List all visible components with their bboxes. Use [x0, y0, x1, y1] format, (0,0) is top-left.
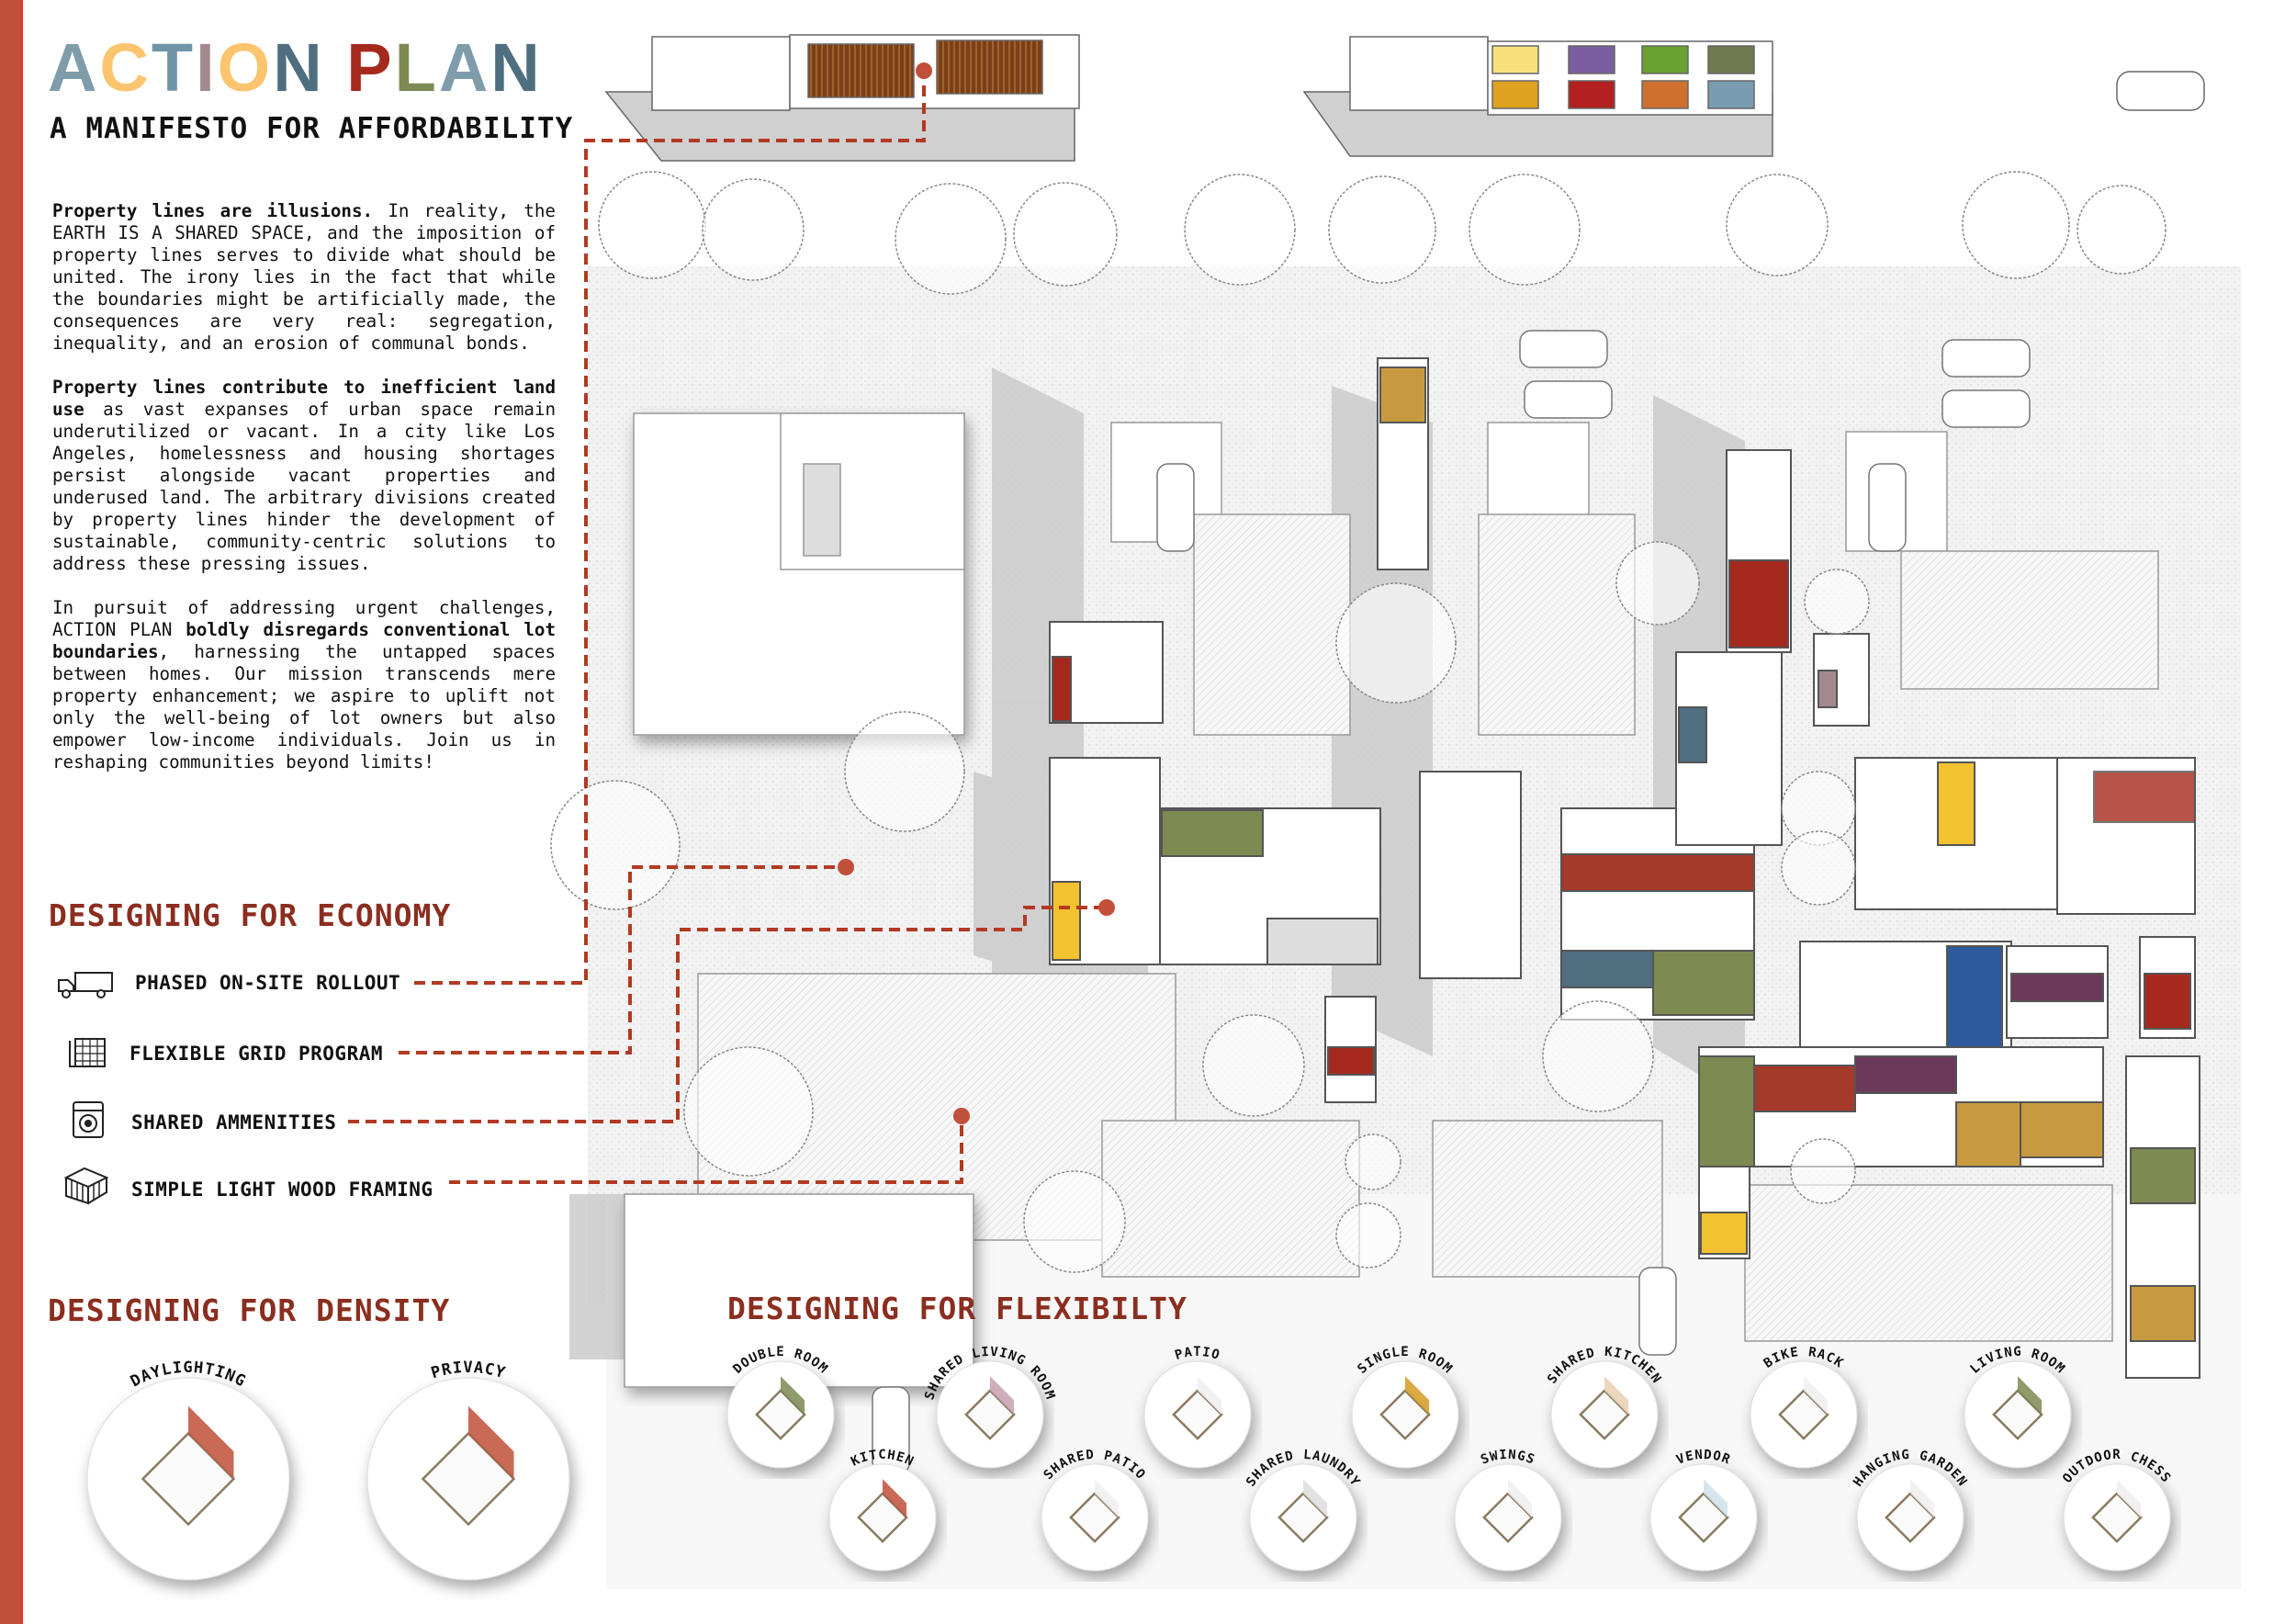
room-wall [2018, 1376, 2043, 1415]
leader-dots [838, 62, 1115, 1124]
title-letter: P [346, 29, 395, 106]
density-vignette: PRIVACY [366, 1359, 570, 1581]
manifesto-paragraph: In pursuit of addressing urgent challeng… [52, 597, 556, 773]
flex-vignette: BIKE RACK [1750, 1345, 1858, 1469]
svg-text:VENDOR: VENDOR [1674, 1448, 1733, 1468]
parked-cars [872, 330, 2031, 1475]
room-axonometric [857, 1492, 908, 1543]
room-wall [1405, 1376, 1430, 1415]
title-letter: C [99, 29, 152, 106]
room-wall [1604, 1376, 1629, 1415]
paragraph-segment: Property lines contribute to inefficient… [52, 377, 556, 420]
room-wall [990, 1376, 1015, 1415]
room-axonometric [755, 1389, 806, 1440]
room-wall [781, 1376, 805, 1415]
svg-text:SWINGS: SWINGS [1479, 1448, 1537, 1468]
flex-vignette: SWINGS [1454, 1448, 1562, 1572]
leader-lines [348, 71, 1107, 1184]
leader-wood-framing [449, 1116, 963, 1184]
vignette-label: PATIO [1173, 1345, 1221, 1363]
room-wall [1508, 1479, 1533, 1517]
svg-text:PATIO: PATIO [1173, 1345, 1221, 1363]
manifesto-paragraph: Property lines contribute to inefficient… [52, 377, 556, 575]
poster-title: ACTION PLAN [48, 33, 543, 103]
room-wall [1095, 1479, 1120, 1517]
heading-density: DESIGNING FOR DENSITY [48, 1292, 451, 1328]
leader-flexible-grid [399, 865, 846, 1054]
housing-modules [1049, 357, 2200, 1379]
existing-buildings [624, 412, 2159, 1388]
room-wall [1910, 1479, 1935, 1517]
room-wall [883, 1479, 907, 1517]
heading-economy: DESIGNING FOR ECONOMY [49, 897, 452, 933]
room-wall [1198, 1376, 1222, 1415]
title-letter: N [490, 29, 543, 106]
delivery-trucks [604, 34, 2205, 162]
title-letter: T [151, 29, 197, 106]
paragraph-segment: Property lines are illusions. [52, 200, 374, 221]
density-vignette: DAYLIGHTING [86, 1359, 290, 1581]
manifesto-text: Property lines are illusions. In reality… [52, 200, 556, 795]
title-letter: I [196, 29, 218, 106]
paragraph-segment: boldly disregards conventional lot bound… [52, 619, 557, 662]
washing-machine-icon [73, 1101, 104, 1138]
dot-grid [838, 859, 854, 875]
leader-phased-rollout [414, 71, 926, 985]
room-wall [188, 1405, 234, 1479]
room-wall [2117, 1479, 2142, 1517]
heading-flexibility: DESIGNING FOR FLEXIBILTY [727, 1291, 1187, 1326]
vignette-label: KITCHEN [849, 1448, 916, 1470]
title-letter: A [438, 29, 491, 106]
vignette-label: VENDOR [1674, 1448, 1732, 1468]
room-wall [1804, 1376, 1829, 1415]
economy-item-grid: FLEXIBLE GRID PROGRAM [129, 1043, 384, 1065]
svg-text:KITCHEN: KITCHEN [849, 1448, 917, 1470]
poster-subtitle: A MANIFESTO FOR AFFORDABILITY [50, 112, 574, 145]
paragraph-segment: as vast expanses of urban space remain u… [52, 399, 556, 574]
trees [550, 171, 2167, 1273]
title-letter: O [217, 29, 274, 106]
dot-framing [953, 1108, 970, 1124]
density-vignettes: DAYLIGHTING PRIVACY [86, 1359, 570, 1581]
room-wall [468, 1405, 514, 1479]
vignette-label: SWINGS [1479, 1448, 1536, 1468]
room-wall [1303, 1479, 1328, 1517]
flex-vignette: PATIO [1143, 1345, 1252, 1469]
title-letter [325, 33, 347, 103]
dot-amenities [1098, 899, 1115, 916]
paragraph-segment: In reality, the EARTH IS A SHARED SPACE,… [52, 200, 556, 354]
grid-plan-icon [69, 1038, 106, 1067]
title-letter: A [48, 29, 100, 106]
manifesto-paragraph: Property lines are illusions. In reality… [52, 200, 556, 355]
paragraph-segment: , harnessing the untapped spaces between… [52, 641, 556, 773]
flex-vignette: KITCHEN [828, 1448, 937, 1572]
wood-frame-icon [63, 1167, 109, 1205]
title-letter: N [273, 29, 325, 106]
room-wall [1704, 1479, 1728, 1517]
left-accent-bar [0, 0, 23, 1624]
economy-item-amenities: SHARED AMMENITIES [131, 1111, 337, 1133]
flex-vignette: VENDOR [1649, 1448, 1758, 1572]
flex-vignette: HANGING GARDEN [1851, 1448, 1969, 1572]
economy-item-phased: PHASED ON-SITE ROLLOUT [135, 972, 401, 994]
title-letter: L [394, 29, 439, 106]
dot-truck [916, 62, 932, 79]
paragraph-segment: In pursuit of addressing urgent challeng… [52, 597, 556, 640]
truck-icon [58, 972, 113, 998]
flex-vignette: SHARED LIVING ROOM [922, 1345, 1057, 1469]
economy-item-framing: SIMPLE LIGHT WOOD FRAMING [131, 1179, 433, 1201]
